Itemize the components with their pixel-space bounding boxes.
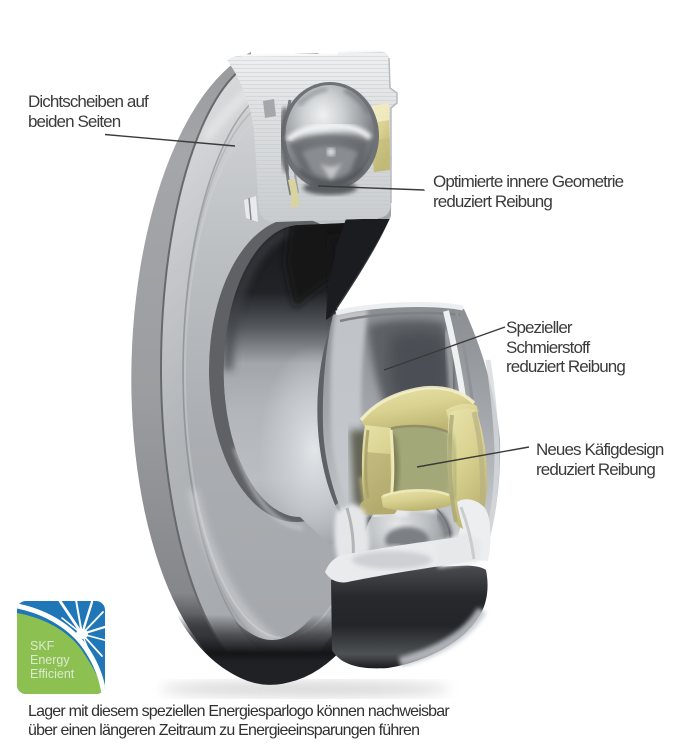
svg-text:Efficient: Efficient [30,667,75,681]
svg-text:Energy: Energy [30,653,70,667]
svg-text:SKF: SKF [30,639,55,653]
